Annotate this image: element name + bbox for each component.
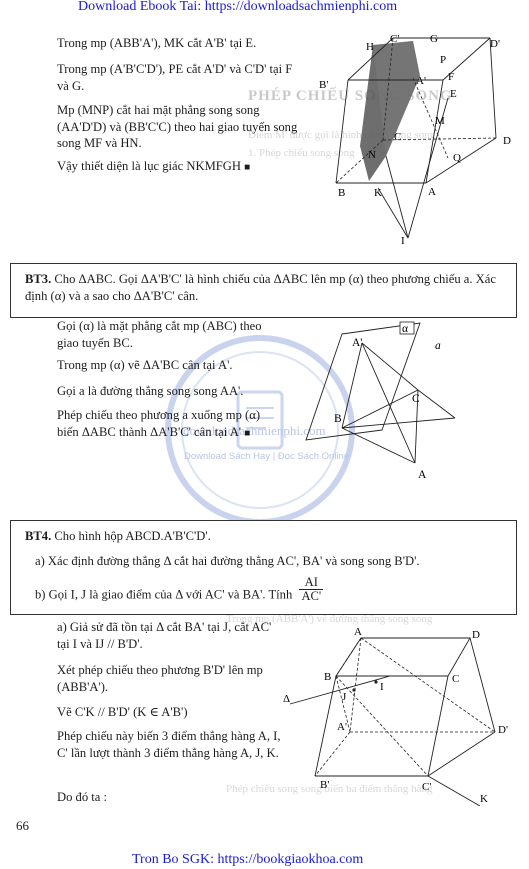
- bt4-problem: BT4. Cho hình hộp ABCD.A'B'C'D'.: [25, 529, 211, 543]
- fig3-label-D: D: [472, 629, 480, 641]
- exercise-bt3-box: BT3. Cho ΔABC. Gọi ΔA'B'C' là hình chiếu…: [10, 263, 517, 318]
- exercise-bt4-box: BT4. Cho hình hộp ABCD.A'B'C'D'. a) Xác …: [10, 520, 517, 615]
- fig2-label-a: a: [435, 340, 441, 352]
- fig1-label-A1: A': [416, 75, 426, 87]
- fig3-label-C: C: [452, 673, 459, 685]
- fig1-label-B: B: [338, 187, 345, 199]
- fig1-label-P: P: [440, 54, 446, 66]
- fig1-label-A: A: [428, 186, 436, 198]
- fig3-label-J: J: [342, 691, 347, 703]
- bt4-question-b: b) Gọi I, J là giao điểm của Δ với AC' v…: [35, 575, 324, 604]
- fig1-label-D: D: [503, 135, 511, 147]
- fig3-label-D1: D': [498, 724, 508, 736]
- bt3-solution-conclusion: Phép chiếu theo phương a xuống mp (α) bi…: [57, 408, 261, 439]
- fig1-label-H: H: [366, 41, 374, 53]
- bt3-solution-line: Gọi (α) là mặt phẳng cắt mp (ABC) theo g…: [57, 319, 262, 350]
- bt4-solution-line: a) Giả sử đã tồn tại Δ cắt BA' tại J, cắ…: [57, 620, 272, 651]
- fig2-label-alpha: α: [402, 323, 408, 335]
- faded-line: 1. Phép chiếu song song: [248, 147, 355, 159]
- watermark-site: downloadsachmienphi.com: [183, 423, 326, 438]
- fig1-label-C: C: [394, 131, 401, 143]
- fig1-label-F: F: [448, 71, 454, 83]
- fig1-label-N: N: [368, 149, 376, 161]
- fig2-label-B: B: [334, 413, 342, 425]
- header-download-link[interactable]: Download Ebook Tai: https://downloadsach…: [78, 0, 398, 14]
- bt3-problem: BT3. Cho ΔABC. Gọi ΔA'B'C' là hình chiếu…: [25, 272, 496, 303]
- watermark-logo: [165, 335, 355, 525]
- fig2-label-C: C: [412, 393, 420, 405]
- fig3-label-A: A: [354, 626, 362, 638]
- bt4-solution-line: Vẽ C'K // B'D' (K ∈ A'B'): [57, 705, 188, 719]
- fig3-label-I: I: [380, 681, 384, 693]
- figure-projection: α a A' A B C: [305, 321, 456, 481]
- figure-hexagon-section: H C' G D' P B' A' F E M C N D Q B K A I: [319, 33, 511, 246]
- fig1-label-M: M: [435, 115, 445, 127]
- fig3-label-C1: C': [422, 781, 431, 793]
- faded-line: Phép chiếu song song biến ba điểm thẳng …: [226, 783, 433, 795]
- bt4-fraction: AI AC': [299, 575, 324, 604]
- footer-sgk-link[interactable]: Tron Bo SGK: https://bookgiaokhoa.com: [132, 852, 364, 867]
- fig1-label-D1: D': [490, 38, 500, 50]
- prev-solution-line: Trong mp (ABB'A'), MK cắt A'B' tại E.: [57, 36, 257, 50]
- page-number: 66: [16, 818, 29, 833]
- fig1-label-E: E: [450, 88, 457, 100]
- fig2-label-A: A: [418, 469, 427, 481]
- bt3-solution-line: Trong mp (α) vẽ ΔA'BC cân tại A'.: [57, 358, 233, 372]
- fig1-label-Q: Q: [453, 152, 461, 164]
- bt4-question-a: a) Xác định đường thẳng Δ cắt hai đường …: [35, 554, 420, 568]
- fig1-label-I: I: [401, 235, 405, 246]
- fig3-label-A1: A': [337, 721, 347, 733]
- fig3-label-K: K: [480, 793, 488, 805]
- fig1-label-B1: B': [319, 79, 328, 91]
- fig3-label-B: B: [324, 671, 331, 683]
- fig1-label-C1: C': [390, 33, 399, 45]
- fig1-label-G: G: [430, 33, 438, 45]
- bt4-solution-line: Xét phép chiếu theo phương B'D' lên mp (…: [57, 663, 263, 694]
- bt4-solution-line: Do đó ta :: [57, 790, 108, 804]
- prev-solution-conclusion: Vậy thiết diện là lục giác NKMFGH ■: [57, 159, 251, 173]
- fig2-label-A1: A': [352, 337, 362, 349]
- faded-line: Trong mp (ABB'A') vẽ đường thẳng song so…: [226, 613, 433, 625]
- figure-parallelepiped: A D B C I J Δ A' D' B' C' K: [283, 626, 508, 806]
- fig3-label-delta: Δ: [283, 693, 290, 705]
- prev-solution-line: Trong mp (A'B'C'D'), PE cắt A'D' và C'D'…: [57, 62, 293, 93]
- fig1-label-K: K: [374, 187, 382, 199]
- fig3-label-B1: B': [320, 779, 329, 791]
- watermark-tagline: Download Sách Hay | Đọc Sách Online: [184, 451, 350, 462]
- bt4-solution-line: Phép chiếu này biến 3 điểm thẳng hàng A,…: [57, 729, 281, 760]
- prev-solution-line: Mp (MNP) cắt hai mặt phẳng song song (AA…: [57, 103, 298, 151]
- bt3-solution-line: Gọi a là đường thẳng song song AA'.: [57, 384, 244, 398]
